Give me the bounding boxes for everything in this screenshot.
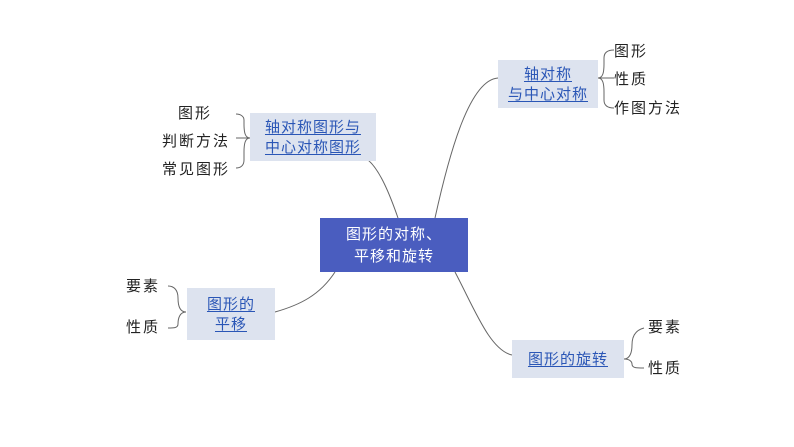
link-center-to-tr [434, 77, 499, 219]
bracket-tr [597, 49, 615, 109]
topic-tl-line-1: 轴对称图形与 [264, 118, 361, 136]
center-line-1: 图形的对称、 [345, 225, 442, 243]
leaf-tr-3: 作图方法 [614, 99, 683, 117]
topic-rotation: 图形的旋转 [512, 340, 624, 378]
leaf-bl-2: 性质 [126, 318, 161, 336]
topic-translation: 图形的 平移 [187, 288, 275, 340]
topic-br-line-1: 图形的旋转 [527, 350, 608, 368]
link-center-to-br [454, 271, 513, 356]
leaf-tl-1: 图形 [178, 104, 213, 122]
leaf-br-2: 性质 [648, 359, 683, 377]
leaf-tr-2: 性质 [614, 70, 649, 88]
topic-bl-line-2: 平移 [214, 315, 247, 333]
topic-axial-and-central-symmetry: 轴对称 与中心对称 [498, 60, 598, 108]
link-center-to-bl [274, 271, 336, 313]
bracket-br [623, 327, 645, 369]
leaf-bl-1: 要素 [126, 277, 161, 295]
topic-tr-line-1: 轴对称 [523, 65, 572, 83]
link-center-to-tl [367, 159, 399, 219]
leaf-tl-3: 常见图形 [162, 160, 231, 178]
bracket-tl [235, 113, 251, 169]
leaf-br-1: 要素 [648, 318, 683, 336]
center-line-2: 平移和旋转 [353, 247, 434, 265]
leaf-tr-1: 图形 [614, 42, 649, 60]
topic-tr-line-2: 与中心对称 [507, 85, 588, 103]
leaf-tl-2: 判断方法 [162, 132, 231, 150]
topic-symmetric-figures: 轴对称图形与 中心对称图形 [250, 113, 376, 161]
bracket-bl [167, 285, 187, 329]
topic-tl-line-2: 中心对称图形 [264, 138, 361, 156]
center-node: 图形的对称、 平移和旋转 [320, 218, 468, 272]
topic-bl-line-1: 图形的 [206, 295, 255, 313]
